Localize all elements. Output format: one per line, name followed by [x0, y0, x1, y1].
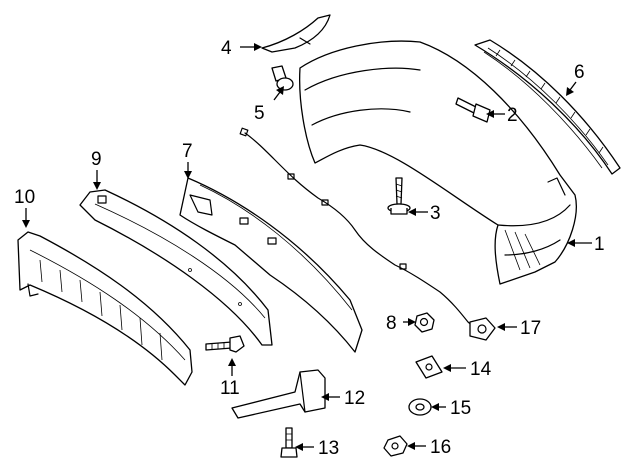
- part-14-clip: [415, 355, 443, 379]
- part-5-clip: [271, 65, 294, 91]
- callout-labels: 1 2 3 4 5 6 7 8 9 10 11 12 13 14 15 16 1…: [14, 38, 605, 459]
- part-7-absorber: [179, 177, 363, 353]
- callout-1: 1: [594, 234, 605, 255]
- callout-11: 11: [220, 378, 240, 399]
- part-4-bracket: [261, 14, 331, 53]
- callout-13: 13: [318, 438, 339, 459]
- callout-3: 3: [430, 203, 441, 224]
- part-2-bolt: [455, 97, 491, 123]
- callout-7: 7: [182, 141, 193, 162]
- part-1-bumper-cover: [299, 40, 577, 285]
- callout-arrows: [22, 43, 592, 451]
- callout-5: 5: [254, 103, 265, 124]
- callout-9: 9: [91, 149, 102, 170]
- callout-10: 10: [14, 187, 35, 208]
- part-8-nut: [414, 312, 435, 333]
- part-6-grille-strip: [474, 39, 621, 175]
- callout-6: 6: [574, 62, 585, 83]
- part-16-nut: [383, 435, 408, 457]
- callout-15: 15: [450, 398, 471, 419]
- callout-17: 17: [520, 318, 541, 339]
- callout-4: 4: [221, 38, 232, 59]
- part-17-wiring-harness: [239, 127, 496, 341]
- callout-2: 2: [507, 105, 518, 126]
- part-10-reinforcement: [17, 231, 193, 386]
- part-9-impact-bar: [79, 189, 273, 346]
- callout-8: 8: [386, 313, 397, 334]
- part-12-support: [231, 369, 326, 419]
- callout-14: 14: [470, 359, 492, 380]
- callout-16: 16: [430, 437, 451, 458]
- part-13-bolt: [280, 427, 298, 458]
- part-15-washer: [408, 398, 432, 416]
- part-3-screw: [387, 177, 411, 215]
- part-11-bolt: [205, 335, 245, 353]
- callout-12: 12: [344, 388, 365, 409]
